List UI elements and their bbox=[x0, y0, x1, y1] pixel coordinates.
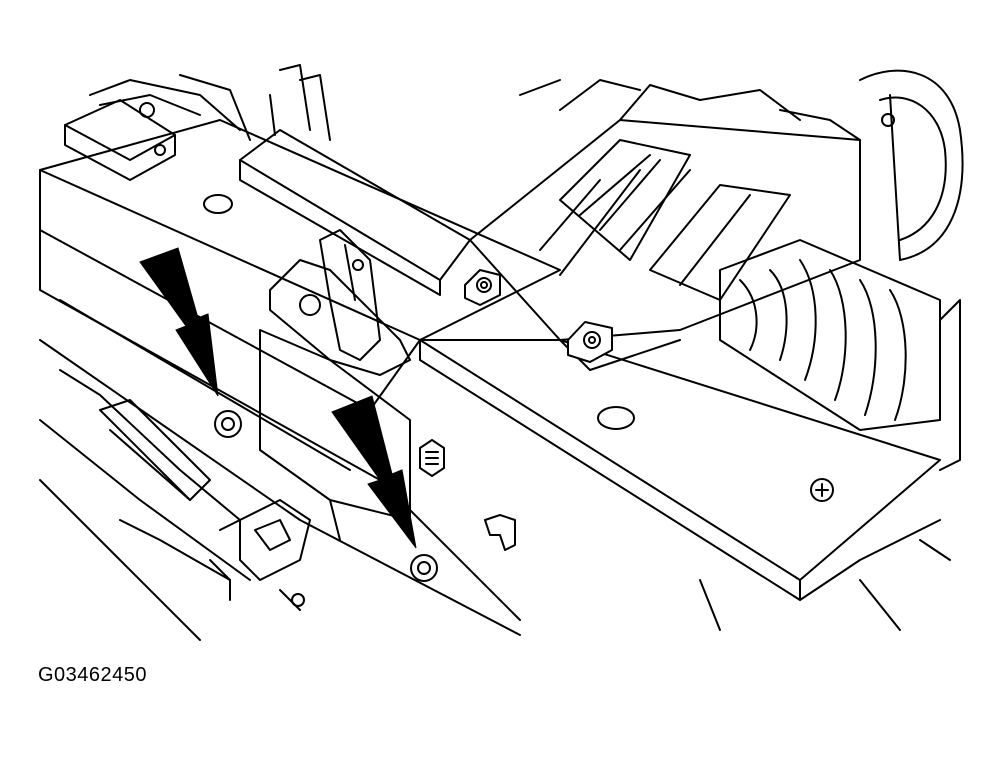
fastener-left-icon bbox=[214, 410, 242, 438]
hood-latch-assembly bbox=[259, 229, 411, 541]
arrow-right-fastener bbox=[331, 395, 417, 549]
fastener-right-icon bbox=[410, 554, 438, 582]
latch-nut-icon bbox=[419, 439, 445, 477]
lower-left-vent bbox=[99, 399, 231, 581]
air-intake-panel bbox=[469, 79, 861, 371]
figure-id-label: G03462450 bbox=[38, 664, 148, 686]
fasteners bbox=[214, 269, 834, 582]
small-hook bbox=[484, 514, 516, 551]
upper-duct bbox=[179, 64, 471, 296]
round-duct bbox=[859, 69, 964, 471]
lower-right-panel bbox=[419, 339, 951, 631]
intake-bolt-1-icon bbox=[464, 269, 501, 306]
arrow-left-fastener bbox=[139, 247, 219, 397]
top-left-bracket bbox=[64, 79, 241, 181]
intake-bolt-2-icon bbox=[567, 321, 613, 363]
top-left-bolt-icon bbox=[139, 102, 155, 118]
reference-holes bbox=[203, 194, 635, 430]
right-ribbed-duct bbox=[719, 239, 941, 431]
fastener-panel-right-icon bbox=[810, 478, 834, 502]
radiator-support-panel bbox=[39, 119, 561, 641]
